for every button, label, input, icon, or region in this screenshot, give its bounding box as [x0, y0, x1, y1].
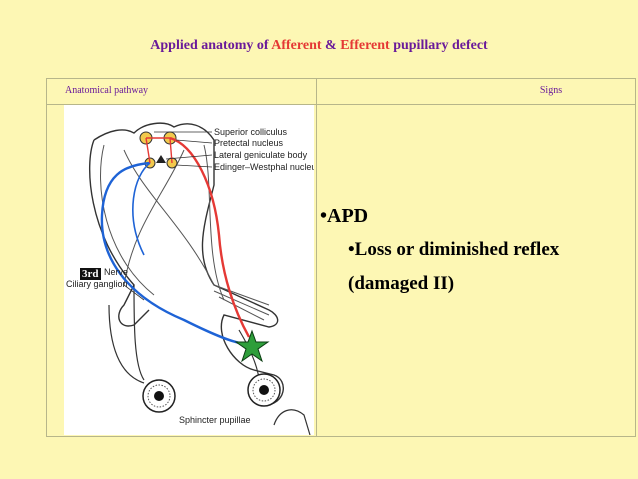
third-nerve-label: 3rd [80, 268, 101, 280]
left-fibre [100, 144, 155, 296]
sign-loss-reflex: •Loss or diminished reflex [348, 239, 560, 260]
pathway-svg: Superior colliculus Pretectal nucleus La… [66, 122, 314, 435]
lesion-star-icon [234, 329, 270, 363]
label-ew-nucleus: Edinger–Westphal nucleus [214, 162, 314, 172]
label-leaders [154, 131, 213, 168]
cross-fibre-1 [123, 149, 215, 286]
midbrain-outline [89, 122, 284, 406]
pupillary-pathway-diagram: Superior colliculus Pretectal nucleus La… [64, 105, 314, 435]
label-superior-colliculus: Superior colliculus [214, 127, 288, 137]
lgb-triangle [156, 155, 166, 163]
efferent-path [100, 161, 247, 345]
left-lower-body [108, 284, 145, 384]
right-fibre [203, 144, 225, 301]
title-part2: pupillary defect [393, 38, 488, 53]
title-part1: Applied anatomy of [150, 38, 269, 53]
label-lgb: Lateral geniculate body [214, 150, 308, 160]
label-sphincter-pupillae: Sphincter pupillae [179, 415, 251, 425]
label-ciliary-ganglion: Ciliary ganglion [66, 279, 128, 289]
efferent-path-2 [132, 162, 151, 256]
ciliary-leader [123, 284, 145, 301]
optic-chiasm-lines [213, 284, 270, 321]
content-table: Anatomical pathway Signs [46, 78, 636, 437]
title-efferent: Efferent [340, 38, 390, 53]
sign-apd: •APD [320, 205, 369, 227]
torch-sketch [273, 409, 311, 435]
right-eye [247, 373, 281, 407]
label-nerve: Nerve [104, 267, 128, 277]
title-afferent: Afferent [271, 38, 322, 53]
label-pretectal-nucleus: Pretectal nucleus [214, 138, 284, 148]
sign-damaged-ii: (damaged II) [348, 273, 455, 294]
header-anatomical-pathway: Anatomical pathway [47, 79, 317, 104]
pathway-cell [47, 105, 317, 436]
header-signs: Signs [539, 85, 563, 96]
slide-title: Applied anatomy of Afferent & Efferent p… [0, 38, 638, 54]
table-header: Anatomical pathway Signs [47, 79, 635, 105]
left-eye [142, 379, 176, 413]
afferent-path [169, 136, 251, 338]
title-amp: & [325, 38, 337, 53]
